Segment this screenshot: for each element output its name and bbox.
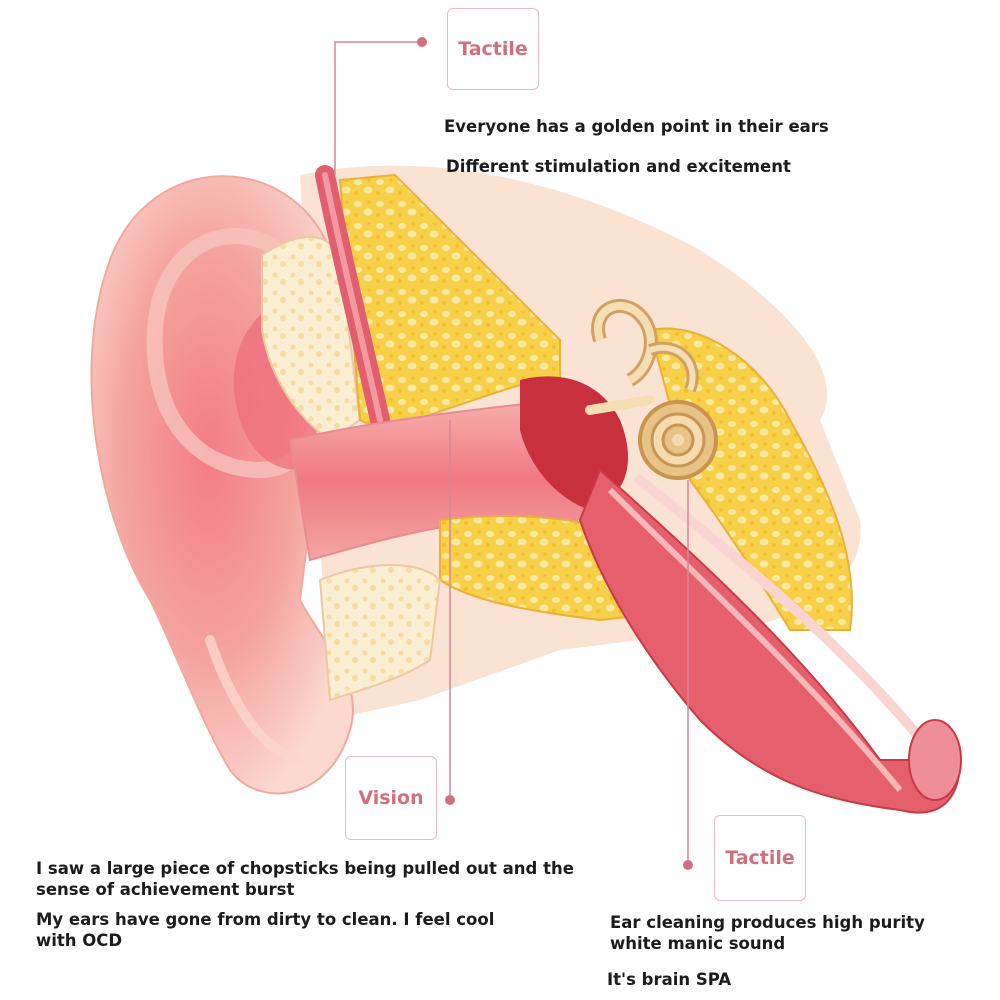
connector-left-dot [445, 795, 455, 805]
connector-right-dot [683, 860, 693, 870]
top-caption-line-1: Everyone has a golden point in their ear… [444, 117, 829, 136]
top-caption-line-2: Different stimulation and excitement [446, 157, 791, 176]
connector-top-dot [417, 37, 427, 47]
right-caption-line-2: It's brain SPA [607, 970, 732, 989]
vision-label: Vision [345, 756, 437, 840]
left-caption-line-2: My ears have gone from dirty to clean. I… [36, 910, 495, 950]
lower-cartilage [318, 564, 442, 702]
tactile-label-right: Tactile [714, 815, 806, 901]
right-caption-line-1: Ear cleaning produces high purity white … [610, 913, 925, 953]
inner-bone [648, 327, 853, 631]
left-caption-line-1: I saw a large piece of chopsticks being … [36, 859, 574, 899]
cochlea-and-canals [585, 298, 718, 480]
tube-end [908, 719, 962, 801]
tactile-label-top: Tactile [447, 8, 539, 90]
connector-top [334, 41, 422, 175]
